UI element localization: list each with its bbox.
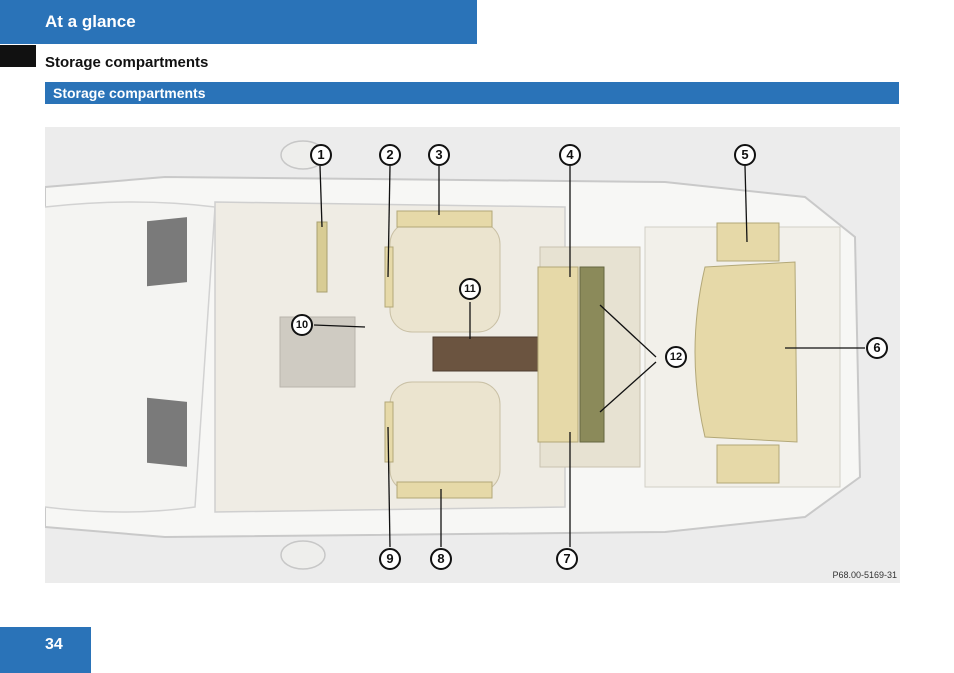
callout-6: 6 xyxy=(866,337,888,359)
section-marker xyxy=(0,45,36,67)
callout-9: 9 xyxy=(379,548,401,570)
subsection-title: Storage compartments xyxy=(53,85,206,101)
chapter-header: At a glance xyxy=(0,0,477,44)
car-top-view-drawing xyxy=(45,140,865,570)
callout-7: 7 xyxy=(556,548,578,570)
page-number-box: 34 xyxy=(0,627,91,673)
page-number: 34 xyxy=(45,636,63,653)
subsection-header: Storage compartments xyxy=(45,82,899,104)
callout-8: 8 xyxy=(430,548,452,570)
callout-2: 2 xyxy=(379,144,401,166)
car-storage-illustration: 1 2 3 4 5 6 7 8 9 10 11 12 P68.00-5169-3… xyxy=(45,127,900,583)
chapter-title: At a glance xyxy=(45,12,136,31)
callout-5: 5 xyxy=(734,144,756,166)
callout-10: 10 xyxy=(291,314,313,336)
callout-11: 11 xyxy=(459,278,481,300)
callout-4: 4 xyxy=(559,144,581,166)
callout-1: 1 xyxy=(310,144,332,166)
callout-3: 3 xyxy=(428,144,450,166)
figure-reference: P68.00-5169-31 xyxy=(832,570,897,580)
section-heading: Storage compartments xyxy=(45,54,209,71)
callout-12: 12 xyxy=(665,346,687,368)
